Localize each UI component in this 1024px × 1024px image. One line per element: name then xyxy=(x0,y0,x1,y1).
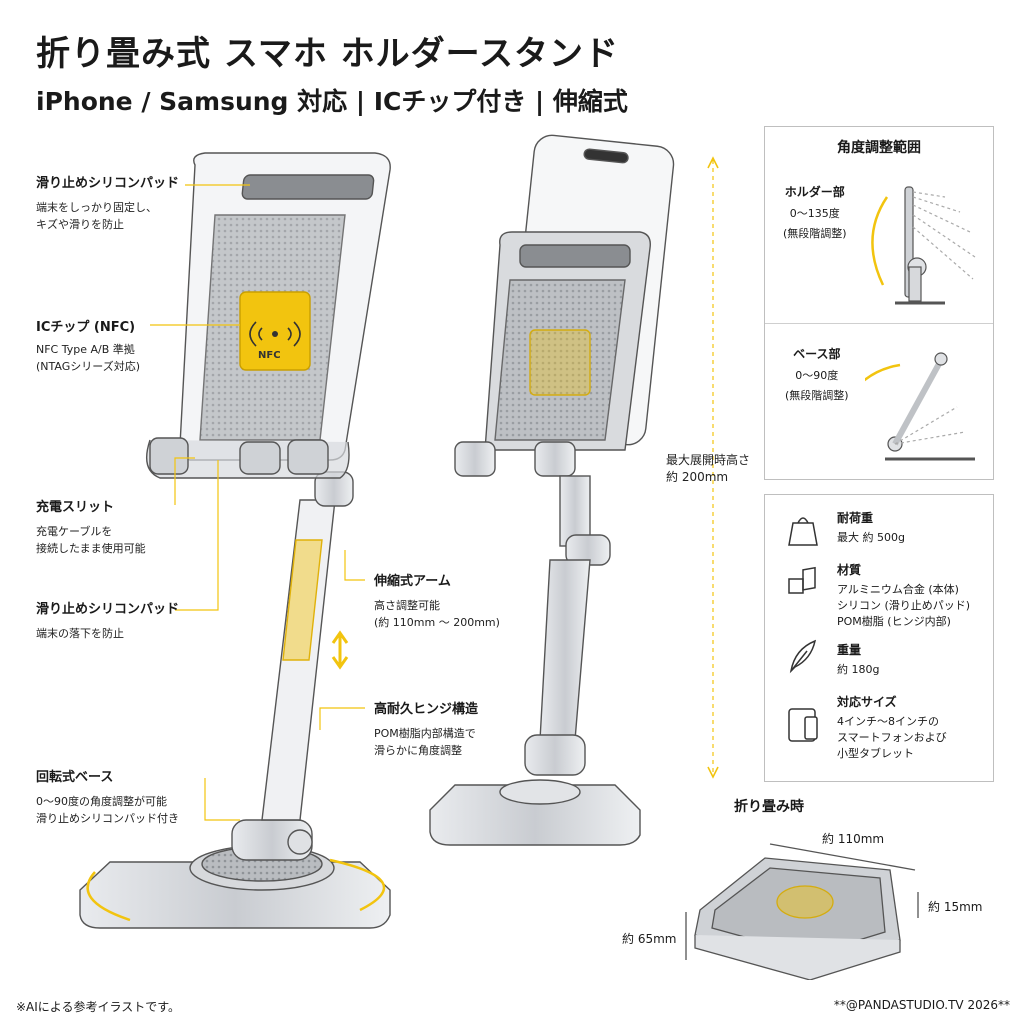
height-value: 約 200mm xyxy=(666,470,729,484)
callout-telescopic-arm: 伸縮式アーム 高さ調整可能 (約 110mm ～ 200mm) xyxy=(374,570,500,631)
folded-width: 約 110mm xyxy=(822,832,885,846)
spec-line: POM樹脂 (ヒンジ内部) xyxy=(837,615,951,628)
folded-title: 折り畳み時 xyxy=(734,799,804,815)
page-title: 折り畳み式 スマホ ホルダースタンド xyxy=(36,34,619,74)
height-dimension xyxy=(707,156,719,779)
footer-credit: **@PANDASTUDIO.TV 2026** xyxy=(833,998,1010,1012)
callout-line: 0～90度の角度調整が可能 xyxy=(36,795,167,808)
product-illustration xyxy=(79,134,719,929)
spec-title: 材質 xyxy=(837,563,862,577)
page-subtitle: iPhone / Samsung 対応 | ICチップ付き | 伸縮式 xyxy=(36,87,628,116)
callout-rotating-base: 回転式ベース 0～90度の角度調整が可能 滑り止めシリコンパッド付き xyxy=(36,766,179,827)
holder-range: 0～135度 xyxy=(789,207,840,220)
angle-range-panel: 角度調整範囲 ホルダー部 0～135度 (無段階調整) ベース部 0～90度 (… xyxy=(764,126,994,480)
spec-load: 耐荷重 最大 約 500g xyxy=(837,509,905,546)
callout-line: 接続したまま使用可能 xyxy=(36,542,146,555)
callout-line: NFC Type A/B 準拠 xyxy=(36,343,135,356)
callout-line: (約 110mm ～ 200mm) xyxy=(374,616,500,629)
callout-line: (NTAGシリーズ対応) xyxy=(36,360,140,373)
callout-title: 充電スリット xyxy=(36,500,115,515)
spec-line: 小型タブレット xyxy=(837,747,914,760)
angle-diagram xyxy=(865,186,976,461)
folded-thickness: 約 15mm xyxy=(928,900,983,914)
callout-line: 端末をしっかり固定し、 xyxy=(36,201,157,214)
height-dimension-label: 最大展開時高さ 約 200mm xyxy=(666,452,750,486)
callout-title: 回転式ベース xyxy=(36,770,114,785)
folded-illustration xyxy=(685,843,919,980)
left-stand xyxy=(79,152,391,929)
callout-line: 滑り止めシリコンパッド付き xyxy=(36,812,179,825)
folded-depth: 約 65mm xyxy=(622,932,677,946)
right-stand xyxy=(429,134,675,846)
spec-line: スマートフォンおよび xyxy=(837,731,947,744)
spec-weight: 重量 約 180g xyxy=(837,641,879,678)
holder-angle-info: ホルダー部 0～135度 (無段階調整) xyxy=(783,183,847,242)
holder-note: (無段階調整) xyxy=(783,227,847,240)
angle-panel-title: 角度調整範囲 xyxy=(837,140,921,156)
nfc-chip-label: NFC xyxy=(258,350,281,361)
callout-title: ICチップ (NFC) xyxy=(36,320,136,335)
callout-line: 滑らかに角度調整 xyxy=(374,744,462,757)
callout-line: POM樹脂内部構造で xyxy=(374,727,476,740)
feather-icon xyxy=(789,639,817,674)
footer-disclaimer: ※AIによる参考イラストです。 xyxy=(16,1000,181,1014)
callout-title: 滑り止めシリコンパッド xyxy=(36,602,180,617)
spec-title: 耐荷重 xyxy=(837,511,874,525)
callout-line: 充電ケーブルを xyxy=(36,525,113,538)
panel-divider xyxy=(765,323,993,324)
base-name: ベース部 xyxy=(793,347,841,361)
height-label: 最大展開時高さ xyxy=(666,453,751,467)
spec-line: アルミニウム合金 (本体) xyxy=(837,583,959,596)
base-angle-info: ベース部 0～90度 (無段階調整) xyxy=(785,345,849,404)
material-icon xyxy=(788,566,816,594)
devices-icon xyxy=(788,708,818,742)
callout-title: 滑り止めシリコンパッド xyxy=(36,176,180,191)
spec-line: 約 180g xyxy=(837,663,880,676)
spec-material: 材質 アルミニウム合金 (本体) シリコン (滑り止めパッド) POM樹脂 (ヒ… xyxy=(837,561,970,630)
callout-title: 高耐久ヒンジ構造 xyxy=(374,702,479,717)
callout-silicone-pad-bottom: 滑り止めシリコンパッド 端末の落下を防止 xyxy=(36,598,179,642)
callout-line: 高さ調整可能 xyxy=(374,599,440,612)
specs-panel: 耐荷重 最大 約 500g 材質 アルミニウム合金 (本体) シリコン (滑り止… xyxy=(764,494,994,782)
callout-leaders xyxy=(150,184,365,821)
spec-size: 対応サイズ 4インチ～8インチの スマートフォンおよび 小型タブレット xyxy=(837,693,947,762)
spec-icons xyxy=(788,517,818,742)
spec-title: 重量 xyxy=(837,643,862,657)
spec-line: 4インチ～8インチの xyxy=(837,715,939,728)
holder-name: ホルダー部 xyxy=(784,185,845,199)
spec-title: 対応サイズ xyxy=(837,695,897,709)
callout-charging-slit: 充電スリット 充電ケーブルを 接続したまま使用可能 xyxy=(36,496,146,557)
weight-icon xyxy=(788,517,818,546)
callout-title: 伸縮式アーム xyxy=(374,574,451,589)
spec-line: シリコン (滑り止めパッド) xyxy=(837,599,971,612)
callout-line: キズや滑りを防止 xyxy=(36,218,124,231)
callout-hinge: 高耐久ヒンジ構造 POM樹脂内部構造で 滑らかに角度調整 xyxy=(374,698,478,759)
callout-line: 端末の落下を防止 xyxy=(36,627,124,640)
callout-ic-chip: ICチップ (NFC) NFC Type A/B 準拠 (NTAGシリーズ対応) xyxy=(36,316,140,375)
base-range: 0～90度 xyxy=(795,369,839,382)
spec-line: 最大 約 500g xyxy=(837,531,905,544)
base-note: (無段階調整) xyxy=(785,389,849,402)
callout-silicone-pad-top: 滑り止めシリコンパッド 端末をしっかり固定し、 キズや滑りを防止 xyxy=(36,172,179,233)
